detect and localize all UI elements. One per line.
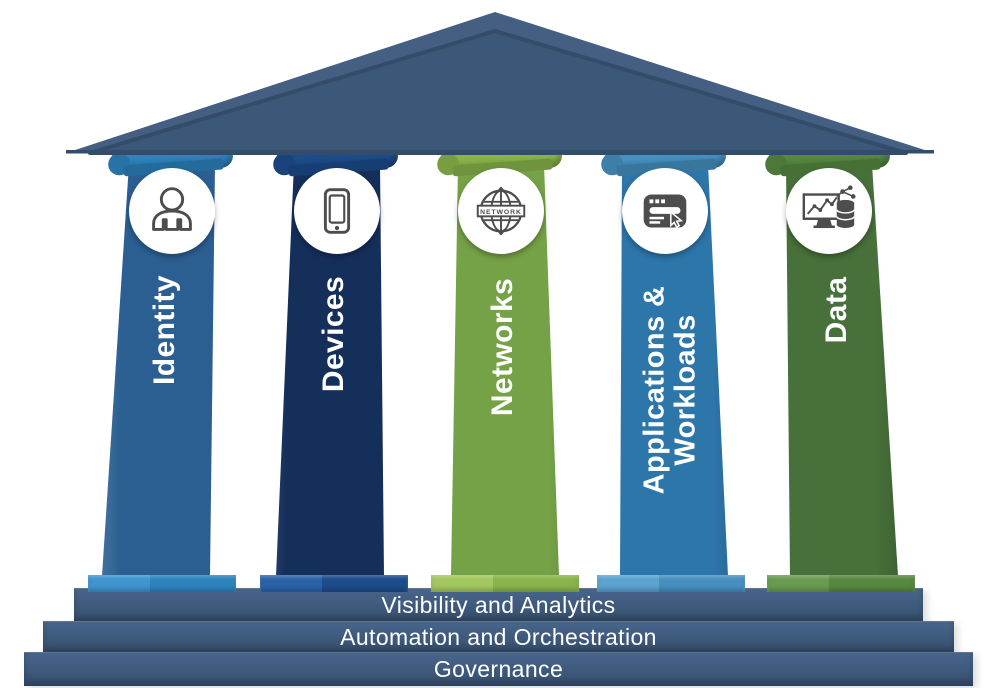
step-label: Governance xyxy=(433,656,564,682)
pillar-icon-badge xyxy=(622,168,708,254)
roof xyxy=(66,12,934,155)
pillar-icon-badge xyxy=(294,168,380,254)
pillar-base xyxy=(431,575,579,592)
application-window-icon xyxy=(643,194,687,229)
database-cylinder xyxy=(836,199,855,228)
pillar-identity: Identity xyxy=(87,143,257,594)
pillar-label: Data xyxy=(819,276,853,344)
data-analytics-icon xyxy=(802,185,856,229)
pillar-data: Data xyxy=(744,143,915,594)
roof-face xyxy=(88,29,908,155)
pillar-base xyxy=(767,575,915,592)
pillar-icon-badge xyxy=(786,168,872,254)
globe-network-icon: NETWORK xyxy=(476,186,526,236)
person-icon xyxy=(152,187,192,231)
foundation-step-governance: Governance xyxy=(24,652,973,686)
network-banner-text: NETWORK xyxy=(480,209,522,216)
pillar-devices: Devices xyxy=(252,143,422,594)
pillar-label: Devices xyxy=(316,275,350,393)
pillar-label: Applications &Workloads xyxy=(637,285,701,495)
pillar-label: Identity xyxy=(148,275,182,385)
cursor-arrow xyxy=(670,210,684,229)
step-label: Automation and Orchestration xyxy=(340,624,657,650)
pillar-icon-badge: NETWORK xyxy=(458,168,544,254)
pillar-base xyxy=(260,575,408,592)
pillar-icon-badge xyxy=(129,168,215,254)
pillar-applications-workloads: Applications &Workloads xyxy=(580,143,750,594)
smartphone-icon xyxy=(323,188,351,234)
pillar-base xyxy=(88,575,236,592)
step-label: Visibility and Analytics xyxy=(381,592,616,618)
pillar-label: Networks xyxy=(486,277,520,417)
foundation-step-automation-orchestration: Automation and Orchestration xyxy=(43,621,954,653)
pillar-networks: NETWORK Networks xyxy=(416,143,586,594)
pillar-base xyxy=(597,575,745,592)
roof-eave-line xyxy=(66,150,934,154)
